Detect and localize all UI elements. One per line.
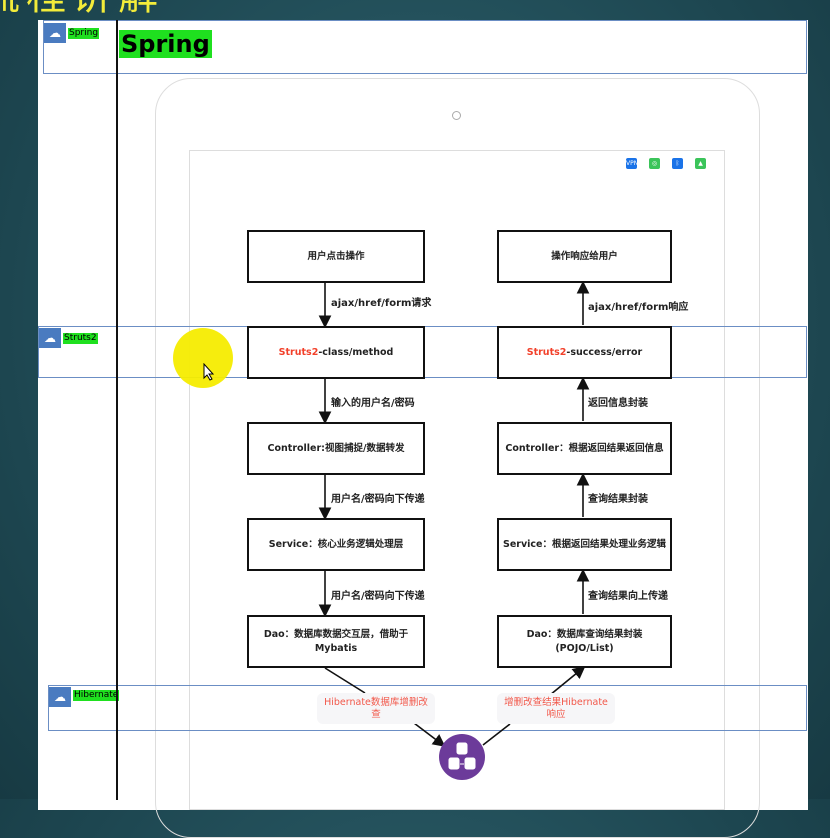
cursor-highlight <box>173 328 233 388</box>
box-response-user[interactable]: 操作响应给用户 <box>497 230 672 283</box>
box-controller-left[interactable]: Controller:视图捕捉/数据转发 <box>247 422 425 475</box>
struts-prefix: Struts2 <box>278 346 319 358</box>
database-icon[interactable] <box>439 734 485 780</box>
hotspot-icon: ▲ <box>695 158 706 169</box>
arrow-label: 用户名/密码向下传递 <box>331 494 425 505</box>
arrow-label: 输入的用户名/密码 <box>331 398 415 409</box>
lane-label-struts2: Struts2 <box>63 333 98 344</box>
arrow-label: 查询结果向上传递 <box>588 591 668 602</box>
lane-spring[interactable] <box>43 20 807 74</box>
vpn-icon: VPN <box>626 158 637 169</box>
tablet-camera <box>452 111 461 120</box>
arrows <box>318 280 590 747</box>
struts-prefix: Struts2 <box>526 346 567 358</box>
box-dao-right[interactable]: Dao：数据库查询结果封装(POJO/List) <box>497 615 672 668</box>
arrow-label: 返回信息封装 <box>588 398 648 409</box>
box-service-right[interactable]: Service：根据返回结果处理业务逻辑 <box>497 518 672 571</box>
arrow-label: 查询结果封装 <box>588 494 648 505</box>
cloud-icon: ☁ <box>39 328 61 348</box>
box-controller-right[interactable]: Controller：根据返回结果返回信息 <box>497 422 672 475</box>
lane-label-hibernate: Hibernate <box>73 690 120 701</box>
lane-divider <box>116 20 118 800</box>
bluetooth-icon: ᛒ <box>672 158 683 169</box>
box-text: -success/error <box>566 346 643 358</box>
hibernate-request-label: Hibernate数据库增删改查 <box>317 693 435 724</box>
slide-title: 流程讲解 <box>0 0 164 16</box>
mouse-cursor-icon <box>203 363 215 381</box>
lane-label-spring: Spring <box>68 28 100 39</box>
wechat-icon: ◎ <box>649 158 660 169</box>
box-struts-response[interactable]: Struts2-success/error <box>497 326 672 379</box>
box-struts-request[interactable]: Struts2-class/method <box>247 326 425 379</box>
box-user-click[interactable]: 用户点击操作 <box>247 230 425 283</box>
spring-heading: Spring <box>119 30 212 58</box>
arrow-label: 用户名/密码向下传递 <box>331 591 425 602</box>
box-text: -class/method <box>318 346 394 358</box>
lane-hibernate[interactable] <box>48 685 807 731</box>
status-bar: VPN ◎ ᛒ ▲ <box>626 158 706 169</box>
box-dao-left[interactable]: Dao：数据库数据交互层，借助于Mybatis <box>247 615 425 668</box>
box-service-left[interactable]: Service：核心业务逻辑处理层 <box>247 518 425 571</box>
arrow-label: ajax/href/form响应 <box>588 302 689 313</box>
arrow-label: ajax/href/form请求 <box>331 298 432 309</box>
cloud-icon: ☁ <box>49 687 71 707</box>
cloud-icon: ☁ <box>44 23 66 43</box>
diagram-canvas <box>38 20 808 810</box>
hibernate-response-label: 增删改查结果Hibernate响应 <box>497 693 615 724</box>
